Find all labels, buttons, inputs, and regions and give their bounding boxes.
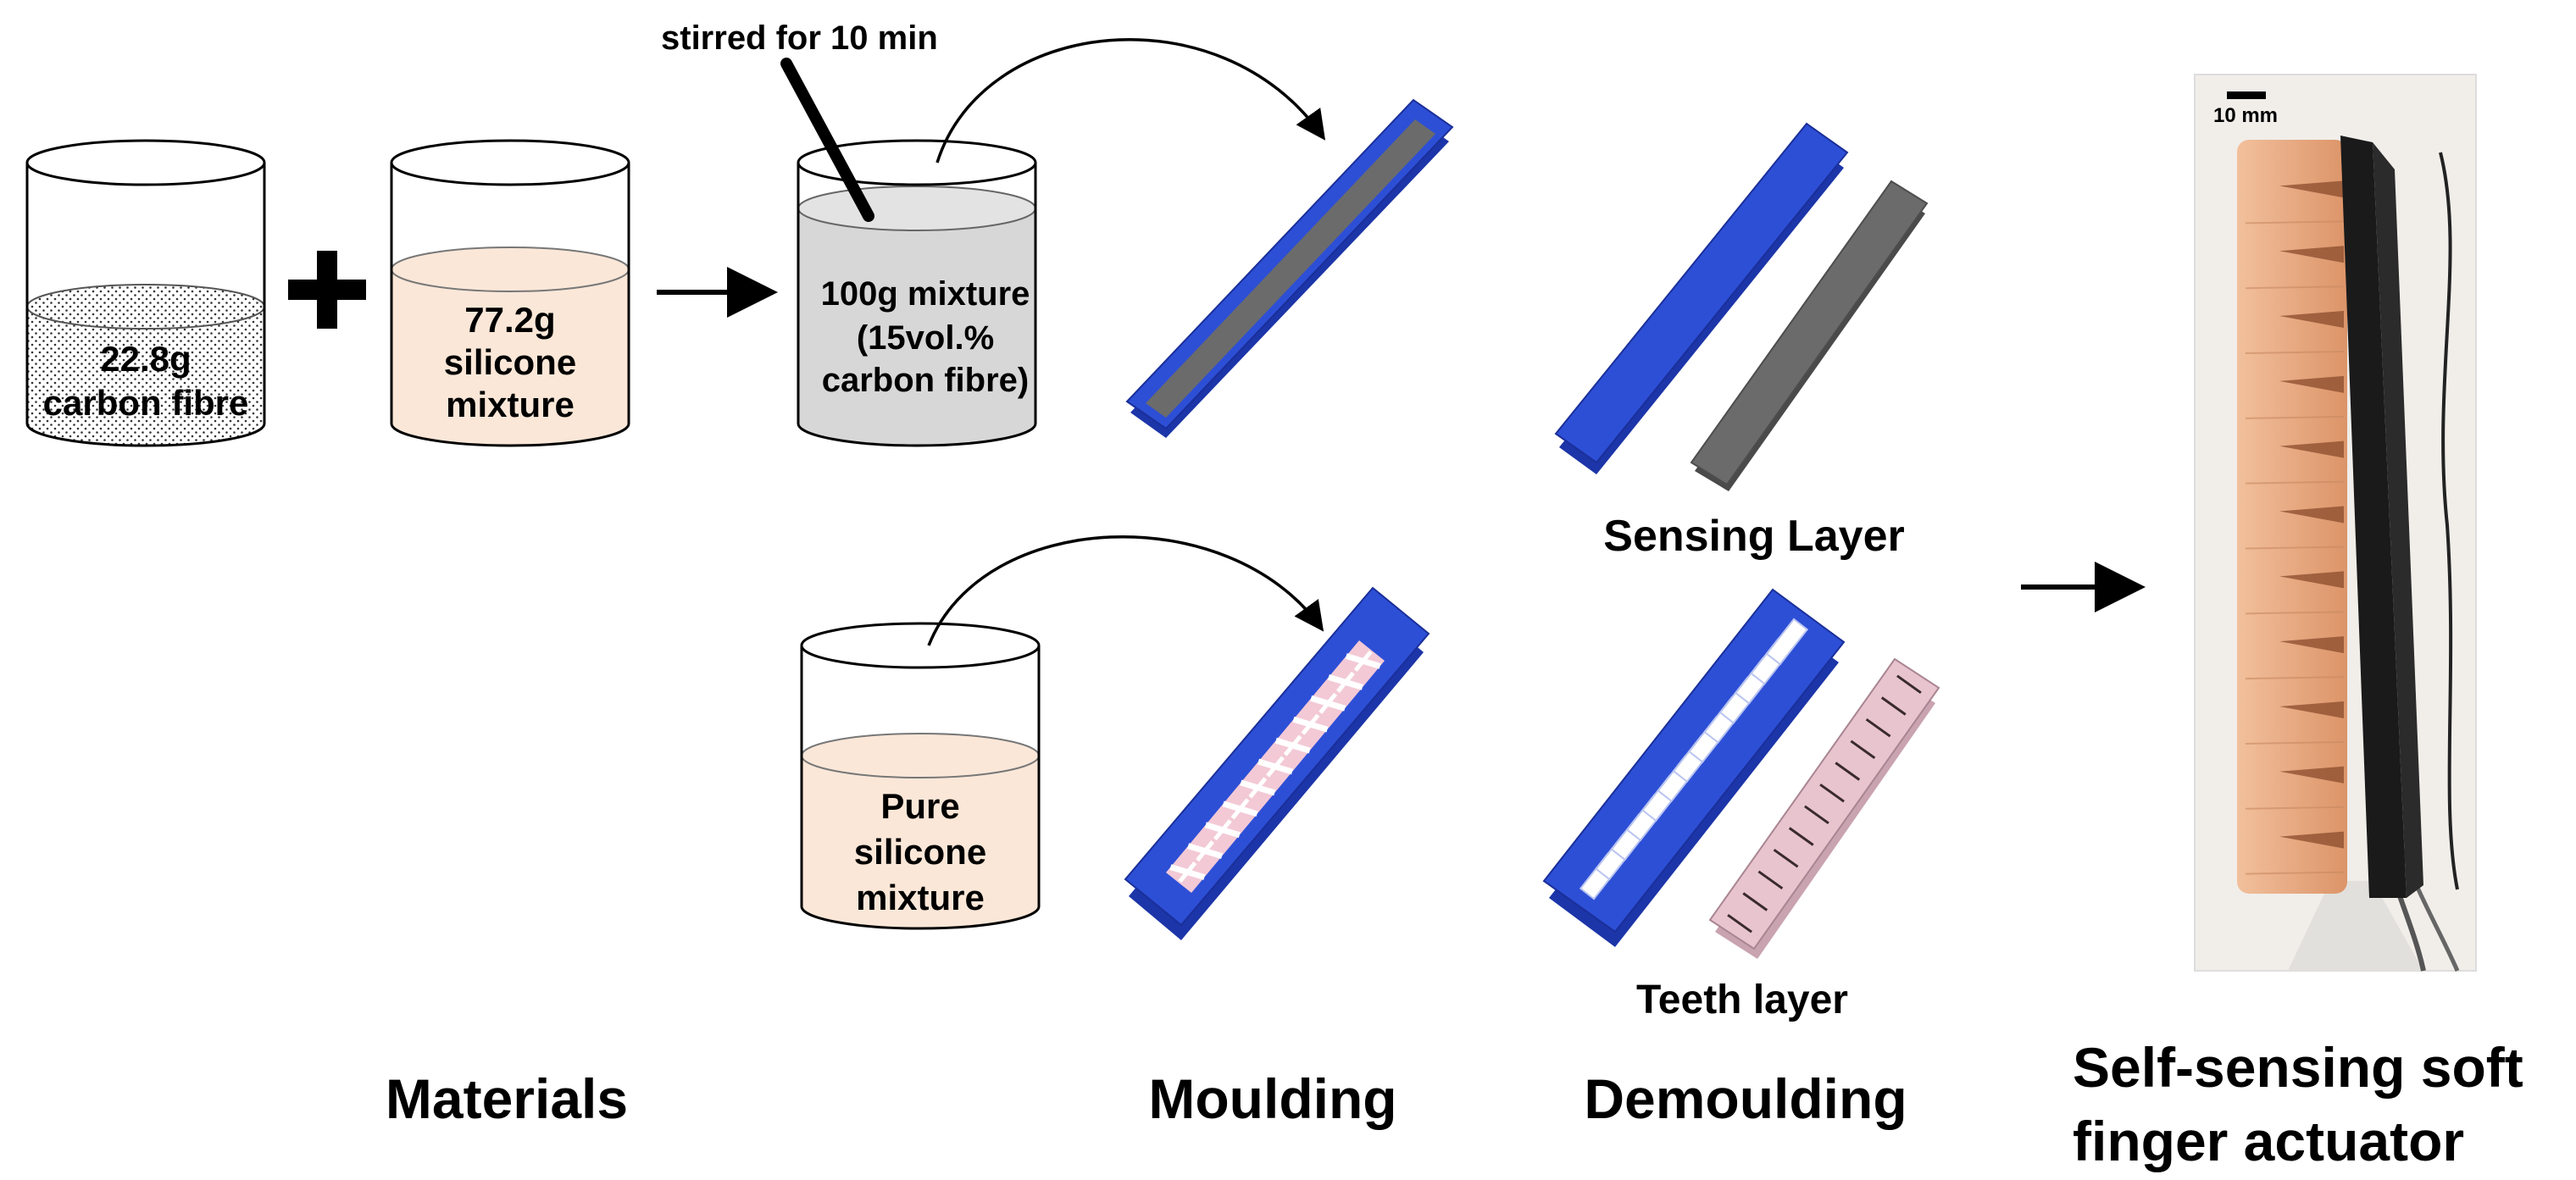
actuator-chamber bbox=[2279, 701, 2344, 718]
mould-tooth bbox=[1283, 734, 1302, 756]
actuator-chamber bbox=[2279, 766, 2344, 784]
mould-tooth bbox=[1248, 777, 1268, 799]
stage-label-demoulding: Demoulding bbox=[1584, 1067, 1907, 1130]
stirring-rod bbox=[780, 58, 874, 222]
actuator-chambers bbox=[2245, 180, 2345, 875]
teeth-notch bbox=[1835, 762, 1861, 781]
teeth-notch bbox=[1742, 892, 1768, 911]
actuator-chamber-edge bbox=[2245, 285, 2345, 290]
pure-label-1: Pure bbox=[880, 786, 959, 826]
mould-tooth bbox=[1230, 798, 1250, 820]
beaker-mixture: 100g mixture (15vol.% carbon fibre) bbox=[780, 58, 1037, 447]
sensing-mould bbox=[1125, 98, 1454, 438]
teeth-notch bbox=[1896, 674, 1922, 695]
mould-tooth bbox=[1213, 819, 1232, 841]
stage-label-result: Self-sensing soft bbox=[2073, 1036, 2523, 1099]
pure-label-3: mixture bbox=[856, 878, 985, 917]
actuator-chamber-edge bbox=[2245, 611, 2345, 615]
silicone-label: silicone bbox=[444, 342, 576, 382]
beaker-silicone: 77.2g silicone mixture bbox=[390, 139, 630, 447]
teeth-notch bbox=[1865, 717, 1891, 738]
teeth-notch bbox=[1757, 870, 1784, 890]
teeth-notch bbox=[1850, 740, 1876, 760]
actuator-chamber-edge bbox=[2245, 415, 2345, 419]
carbon-fibre-label: carbon fibre bbox=[43, 383, 249, 423]
mixture-filler: carbon fibre) bbox=[822, 362, 1029, 399]
silicone-mass: 77.2g bbox=[464, 300, 555, 340]
demoulded-teeth-layer bbox=[1708, 657, 1940, 959]
teeth-layer-label: Teeth layer bbox=[1636, 978, 1848, 1022]
scale-bar bbox=[2227, 91, 2266, 99]
actuator-chamber-edge bbox=[2245, 740, 2345, 745]
teeth-notch bbox=[1880, 696, 1907, 716]
mould-tooth bbox=[1301, 713, 1320, 735]
teeth-notch bbox=[1819, 783, 1845, 803]
actuator-chamber bbox=[2279, 571, 2344, 589]
mixture-mass: 100g mixture bbox=[821, 275, 1030, 313]
demoulded-sensing-strip bbox=[1690, 180, 1929, 491]
mould-teeth-pattern bbox=[1169, 650, 1381, 884]
silicone-label-2: mixture bbox=[446, 385, 575, 424]
beaker-pure-silicone: Pure silicone mixture bbox=[800, 622, 1041, 930]
actuator-chamber-edge bbox=[2245, 480, 2345, 485]
actuator-chamber-edge bbox=[2245, 676, 2345, 680]
mould-tooth bbox=[1353, 650, 1373, 673]
curved-arrow-icon bbox=[927, 535, 1324, 646]
pure-label-2: silicone bbox=[854, 832, 986, 872]
actuator-photo: 10 mm bbox=[2194, 74, 2477, 972]
mould-tooth bbox=[1196, 840, 1215, 862]
stirred-note: stirred for 10 min bbox=[661, 19, 938, 57]
scale-bar-label: 10 mm bbox=[2213, 104, 2278, 127]
beaker-carbon-fibre: 22.8g carbon fibre bbox=[25, 139, 266, 447]
teeth-layer-notches bbox=[1727, 674, 1922, 933]
actuator-chamber bbox=[2279, 440, 2344, 458]
actuator-chamber bbox=[2279, 636, 2344, 654]
mixture-fraction: (15vol.% bbox=[857, 319, 994, 357]
plus-icon bbox=[288, 251, 366, 329]
mould-tooth bbox=[1266, 756, 1285, 778]
actuator-chamber-edge bbox=[2245, 871, 2345, 875]
actuator-chamber-edge bbox=[2245, 806, 2345, 810]
actuator-chamber bbox=[2279, 375, 2344, 393]
mould-tooth bbox=[1335, 671, 1355, 693]
stage-label-moulding: Moulding bbox=[1148, 1067, 1396, 1130]
teeth-notch bbox=[1804, 805, 1829, 825]
actuator-chamber bbox=[2279, 506, 2344, 524]
actuator-chamber-edge bbox=[2245, 351, 2345, 355]
sensing-layer-label: Sensing Layer bbox=[1603, 512, 1904, 561]
demoulded-sensing-mould bbox=[1554, 122, 1849, 474]
teeth-notch bbox=[1773, 848, 1799, 868]
teeth-mould bbox=[1124, 586, 1430, 940]
mould-tooth bbox=[1319, 692, 1338, 714]
teeth-notch bbox=[1788, 827, 1814, 846]
curved-arrow-icon bbox=[935, 37, 1326, 163]
actuator-chamber-edge bbox=[2245, 546, 2345, 550]
actuator-chamber bbox=[2279, 246, 2344, 263]
actuator-chamber bbox=[2279, 180, 2344, 198]
mould-tooth bbox=[1178, 861, 1197, 884]
actuator-chamber-edge bbox=[2245, 220, 2345, 224]
stage-label-materials: Materials bbox=[386, 1067, 628, 1130]
demoulded-mould-teeth bbox=[1579, 618, 1809, 900]
stage-label-result-2: finger actuator bbox=[2073, 1110, 2464, 1172]
carbon-fibre-mass: 22.8g bbox=[100, 339, 191, 379]
teeth-notch bbox=[1727, 913, 1752, 933]
mould-tooth-block bbox=[1765, 618, 1809, 666]
demoulded-teeth-mould bbox=[1542, 588, 1846, 947]
actuator-chamber bbox=[2279, 311, 2344, 329]
actuator-chamber bbox=[2279, 831, 2344, 849]
